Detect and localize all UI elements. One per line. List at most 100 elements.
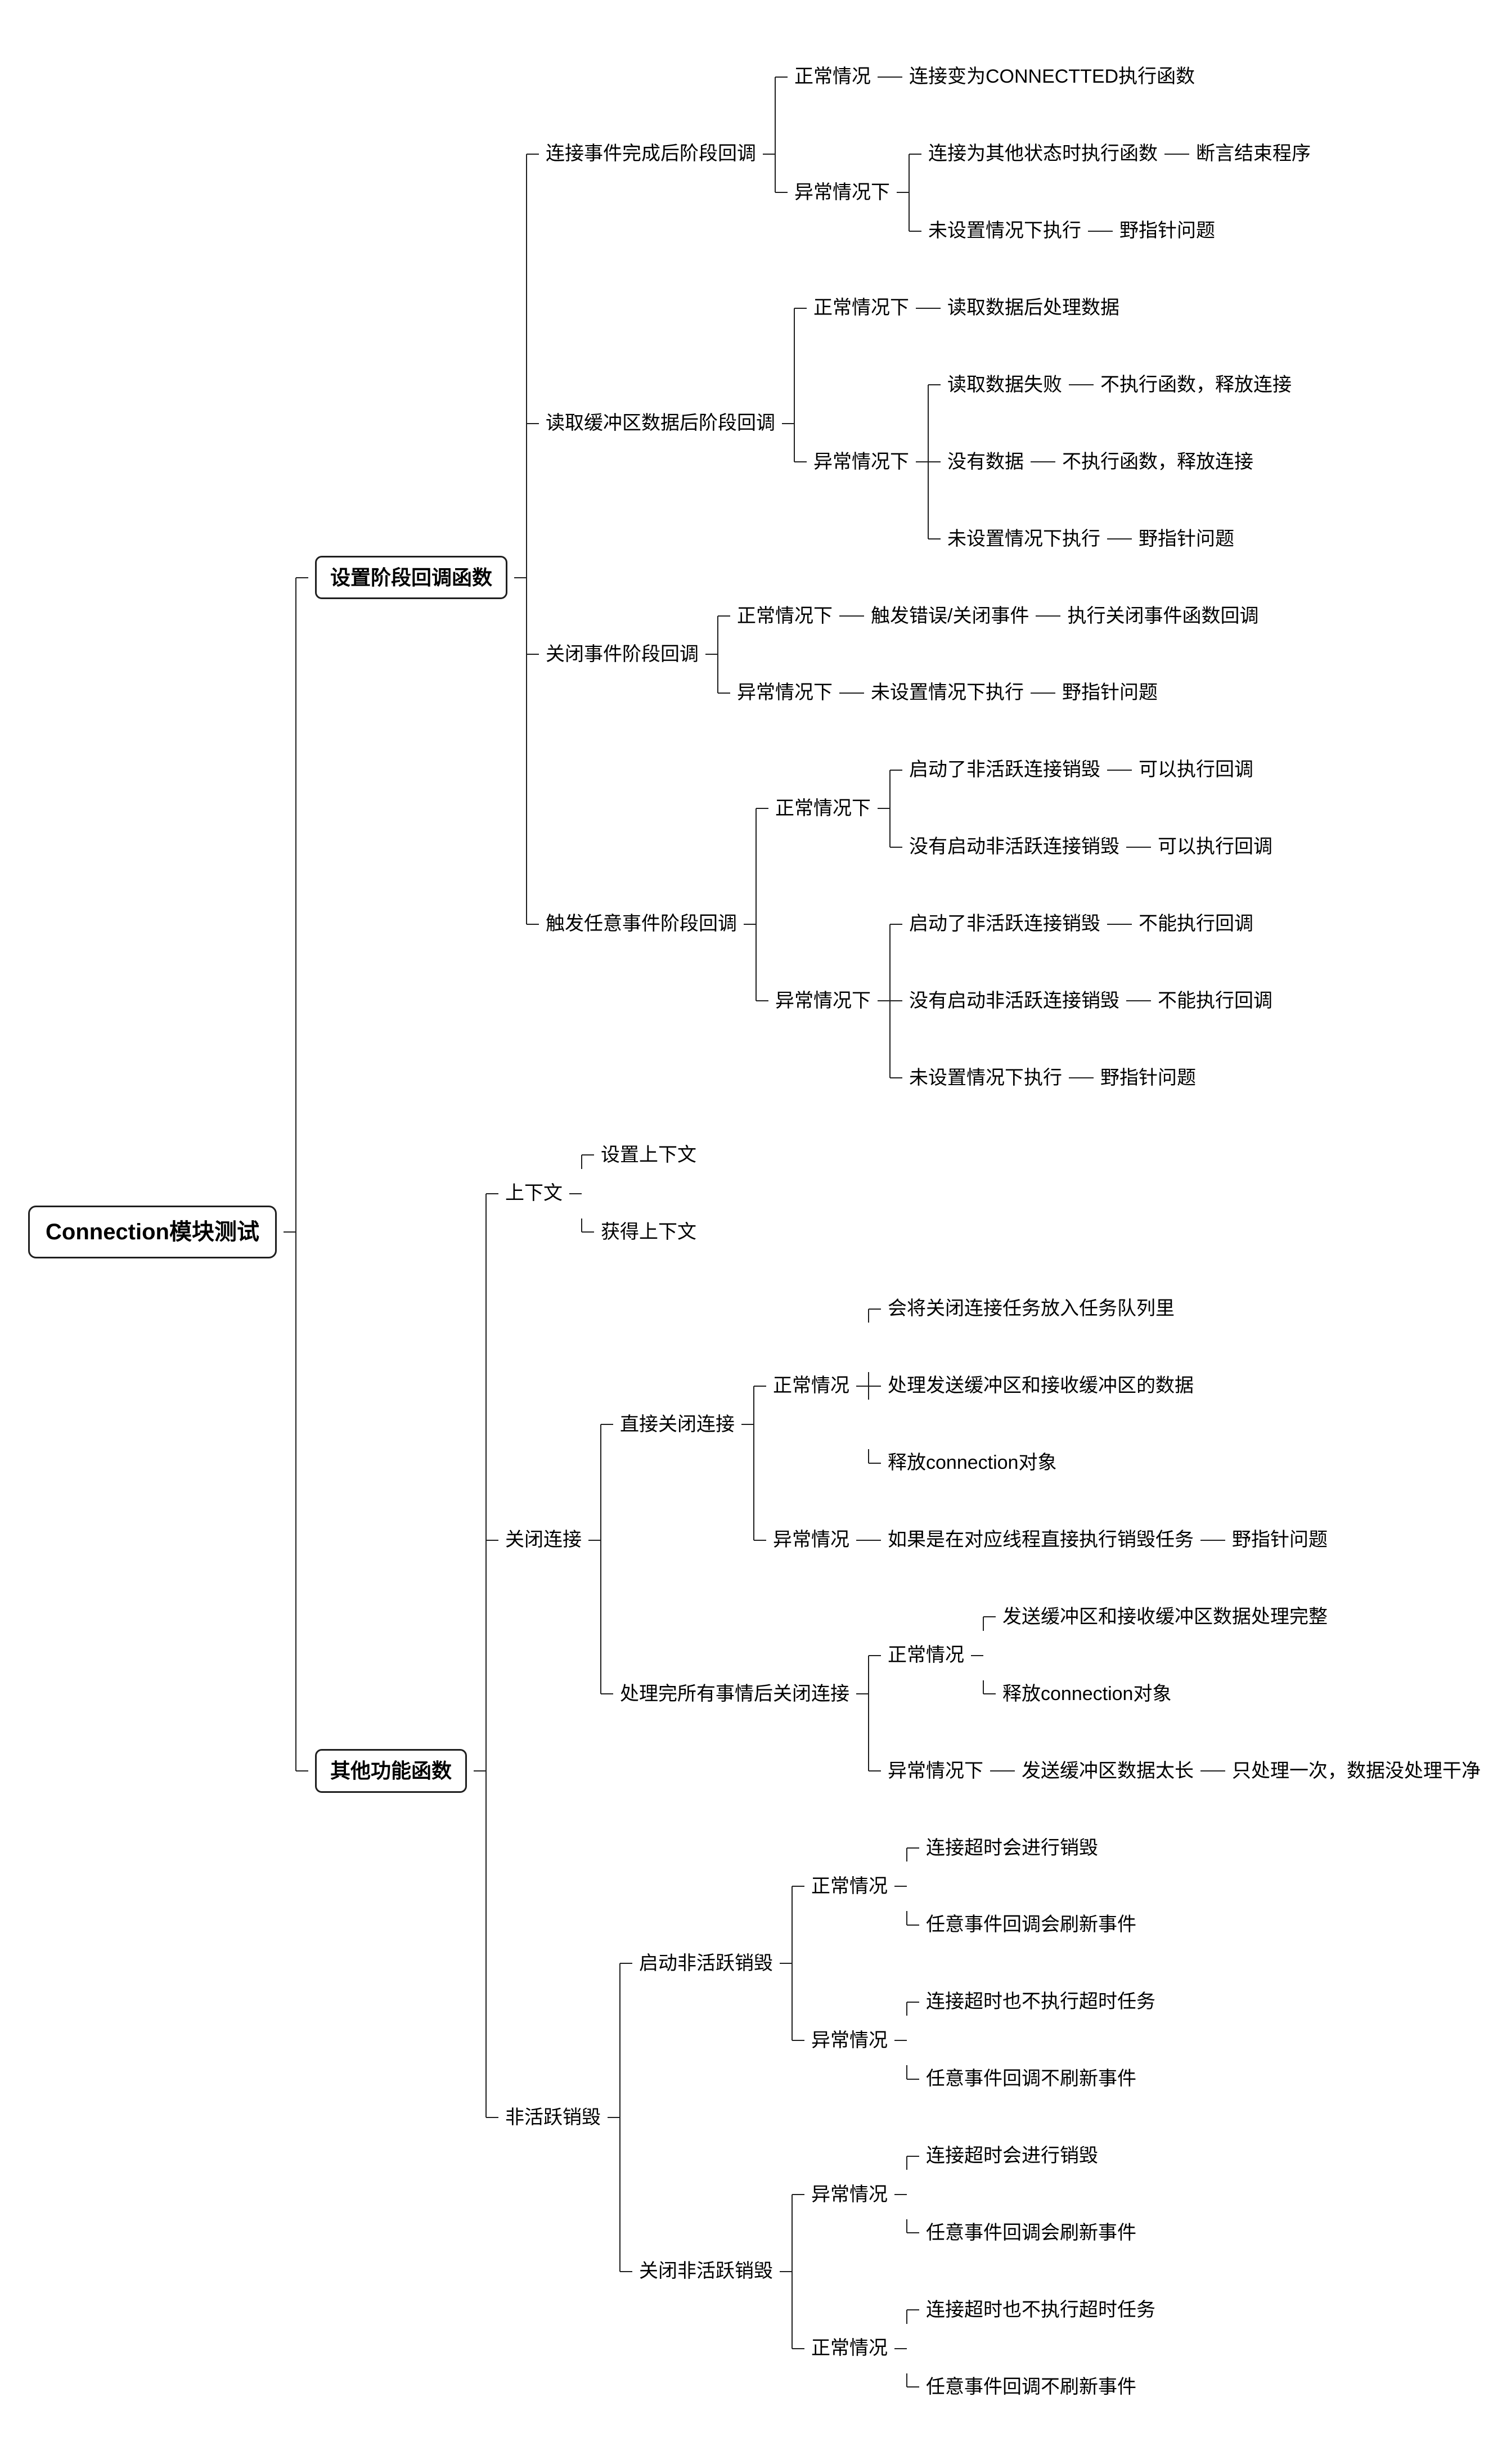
- mindmap-node[interactable]: 正常情况下: [737, 605, 833, 627]
- mindmap-node[interactable]: 读取数据失败: [947, 374, 1062, 395]
- mindmap-node[interactable]: 释放connection对象: [1002, 1683, 1172, 1705]
- mindmap-node[interactable]: 任意事件回调不刷新事件: [926, 2376, 1136, 2398]
- mindmap-node[interactable]: 没有启动非活跃连接销毁: [909, 836, 1119, 858]
- mindmap-branch: 会将关闭连接任务放入任务队列里: [868, 1295, 1194, 1323]
- mindmap-children-group: 连接超时也不执行超时任务任意事件回调不刷新事件: [894, 2272, 1155, 2426]
- mindmap-branch: 启动了非活跃连接销毁 不能执行回调: [889, 885, 1272, 963]
- mindmap-node[interactable]: 连接超时也不执行超时任务: [926, 1991, 1155, 2013]
- mindmap-node[interactable]: 正常情况: [888, 1644, 964, 1666]
- mindmap-node[interactable]: 连接为其他状态时执行函数: [928, 143, 1158, 165]
- mindmap-node[interactable]: 野指针问题: [1062, 682, 1158, 704]
- mindmap-node[interactable]: 没有启动非活跃连接销毁: [909, 990, 1119, 1011]
- mindmap-node[interactable]: 启动了非活跃连接销毁: [909, 759, 1100, 781]
- mindmap-branch: 正常情况 发送缓冲区和接收缓冲区数据处理完整释放connection对象: [868, 1579, 1481, 1733]
- mindmap-node[interactable]: 异常情况下: [888, 1760, 983, 1782]
- mindmap-node[interactable]: 不能执行回调: [1158, 990, 1272, 1011]
- mindmap-node[interactable]: 触发错误/关闭事件: [871, 605, 1029, 627]
- mindmap-node[interactable]: 正常情况下: [775, 797, 871, 819]
- mindmap-node[interactable]: 连接超时会进行销毁: [926, 1837, 1098, 1859]
- mindmap-node[interactable]: 其他功能函数: [314, 1749, 467, 1793]
- mindmap-node[interactable]: 未设置情况下执行: [871, 682, 1024, 704]
- mindmap-node[interactable]: 获得上下文: [601, 1221, 696, 1243]
- mindmap-branch: 设置阶段回调函数 连接事件完成后阶段回调 正常情况 连接变为CONNECTTED执行函…: [295, 38, 1481, 1117]
- mindmap-node[interactable]: 异常情况下: [794, 181, 890, 203]
- mindmap-node[interactable]: 野指针问题: [1100, 1067, 1196, 1089]
- mindmap-node[interactable]: 异常情况下: [813, 451, 909, 473]
- mindmap-node[interactable]: 发送缓冲区数据太长: [1022, 1760, 1194, 1782]
- mindmap-node[interactable]: 连接变为CONNECTTED执行函数: [909, 66, 1195, 88]
- mindmap-node[interactable]: 关闭非活跃销毁: [639, 2260, 773, 2282]
- mindmap-node[interactable]: 会将关闭连接任务放入任务队列里: [888, 1298, 1175, 1320]
- mindmap-node[interactable]: 连接超时也不执行超时任务: [926, 2299, 1155, 2321]
- mindmap-node[interactable]: 未设置情况下执行: [909, 1067, 1062, 1089]
- mindmap-branch: 连接超时会进行销毁: [906, 2142, 1136, 2170]
- mindmap-node[interactable]: 处理完所有事情后关闭连接: [620, 1683, 849, 1705]
- mindmap-children-group: 正常情况下启动了非活跃连接销毁可以执行回调没有启动非活跃连接销毁可以执行回调异常…: [744, 731, 1272, 1116]
- mindmap-children-group: 正常情况 连接变为CONNECTTED执行函数异常情况下 连接为其他状态时执行函数 断…: [763, 38, 1311, 269]
- mindmap-branch: 任意事件回调会刷新事件: [906, 2219, 1136, 2247]
- mindmap-branch: 不能执行回调: [1119, 910, 1253, 938]
- mindmap-node[interactable]: 非活跃销毁: [505, 2106, 601, 2128]
- mindmap-node[interactable]: 异常情况: [811, 2183, 888, 2205]
- mindmap-node[interactable]: 执行关闭事件函数回调: [1067, 605, 1259, 627]
- mindmap-node[interactable]: 不执行函数，释放连接: [1100, 374, 1292, 395]
- mindmap-node[interactable]: 异常情况下: [775, 990, 871, 1011]
- mindmap-node[interactable]: 任意事件回调不刷新事件: [926, 2068, 1136, 2090]
- mindmap-node[interactable]: 关闭事件阶段回调: [546, 644, 699, 665]
- mindmap-branch: 正常情况下 读取数据后处理数据: [794, 269, 1292, 347]
- mindmap-node[interactable]: 上下文: [505, 1182, 563, 1204]
- mindmap-node[interactable]: 设置阶段回调函数: [314, 555, 507, 600]
- mindmap-branch: 上下文 设置上下文获得上下文: [485, 1117, 1481, 1271]
- mindmap-node[interactable]: 未设置情况下执行: [947, 528, 1100, 550]
- mindmap-node[interactable]: 发送缓冲区和接收缓冲区数据处理完整: [1002, 1606, 1328, 1627]
- mindmap-node[interactable]: 正常情况: [794, 66, 871, 88]
- mindmap-branch: 处理完所有事情后关闭连接 正常情况 发送缓冲区和接收缓冲区数据处理完整释放conne…: [600, 1578, 1481, 1810]
- mindmap-node[interactable]: 野指针问题: [1119, 220, 1215, 242]
- mindmap-node[interactable]: 连接超时会进行销毁: [926, 2145, 1098, 2167]
- mindmap-node[interactable]: 异常情况下: [737, 682, 833, 704]
- mindmap-node[interactable]: 异常情况: [773, 1529, 849, 1551]
- mindmap-node[interactable]: 可以执行回调: [1158, 836, 1272, 858]
- mindmap-node[interactable]: 读取缓冲区数据后阶段回调: [546, 412, 775, 434]
- mindmap-node[interactable]: 任意事件回调会刷新事件: [926, 1914, 1136, 1936]
- mindmap-children-group: 连接为其他状态时执行函数 断言结束程序未设置情况下执行 野指针问题: [897, 115, 1311, 269]
- mindmap-node[interactable]: 正常情况: [773, 1375, 849, 1397]
- mindmap-root-node[interactable]: Connection模块测试: [28, 1205, 277, 1259]
- mindmap-node[interactable]: 正常情况: [811, 1876, 888, 1897]
- mindmap-node[interactable]: 触发任意事件阶段回调: [546, 913, 737, 935]
- mindmap-node[interactable]: 启动了非活跃连接销毁: [909, 913, 1100, 935]
- mindmap-node[interactable]: 释放connection对象: [888, 1452, 1057, 1474]
- mindmap-node[interactable]: 未设置情况下执行: [928, 220, 1081, 242]
- mindmap-node[interactable]: 异常情况: [811, 2029, 888, 2051]
- mindmap-node[interactable]: 只处理一次，数据没处理干净: [1232, 1760, 1481, 1782]
- mindmap-branch: 不执行函数，释放连接: [1043, 448, 1253, 476]
- mindmap-node[interactable]: 正常情况下: [813, 297, 909, 319]
- mindmap-branch: 正常情况连接超时也不执行超时任务任意事件回调不刷新事件: [792, 2271, 1155, 2426]
- mindmap-branch: 任意事件回调不刷新事件: [906, 2065, 1155, 2093]
- mindmap-node[interactable]: 不能执行回调: [1139, 913, 1253, 935]
- mindmap-node[interactable]: 任意事件回调会刷新事件: [926, 2222, 1136, 2243]
- mindmap-node[interactable]: 启动非活跃销毁: [639, 1952, 773, 1974]
- mindmap-children-group: 连接超时会进行销毁任意事件回调会刷新事件: [894, 2117, 1136, 2272]
- mindmap-node[interactable]: 野指针问题: [1232, 1529, 1328, 1551]
- mindmap-branch: 断言结束程序: [1177, 140, 1311, 168]
- mindmap-node[interactable]: 正常情况: [811, 2337, 888, 2359]
- mindmap-node[interactable]: 连接事件完成后阶段回调: [546, 143, 756, 165]
- mindmap-node[interactable]: 设置上下文: [601, 1144, 696, 1166]
- mindmap-children-group: 连接超时也不执行超时任务任意事件回调不刷新事件: [894, 1963, 1155, 2117]
- mindmap-node[interactable]: 直接关闭连接: [620, 1413, 735, 1435]
- mindmap-children-group: 连接事件完成后阶段回调正常情况连接变为CONNECTTED执行函数异常情况下连接…: [514, 38, 1311, 1116]
- mindmap-branch: 可以执行回调: [1119, 756, 1253, 784]
- mindmap-node[interactable]: 没有数据: [947, 451, 1024, 473]
- mindmap-children-group: 未设置情况下执行 野指针问题: [839, 654, 1158, 731]
- mindmap-node[interactable]: 如果是在对应线程直接执行销毁任务: [888, 1529, 1194, 1551]
- mindmap-node[interactable]: 不执行函数，释放连接: [1062, 451, 1253, 473]
- mindmap-branch: 连接超时也不执行超时任务: [906, 2296, 1155, 2324]
- mindmap-node[interactable]: 关闭连接: [505, 1529, 582, 1551]
- mindmap-node[interactable]: 处理发送缓冲区和接收缓冲区的数据: [888, 1375, 1194, 1397]
- mindmap-node[interactable]: 断言结束程序: [1196, 143, 1311, 165]
- mindmap-node[interactable]: 野指针问题: [1139, 528, 1234, 550]
- mindmap-node[interactable]: 读取数据后处理数据: [947, 297, 1119, 319]
- mindmap-branch: 没有启动非活跃连接销毁 可以执行回调: [889, 808, 1272, 885]
- mindmap-node[interactable]: 可以执行回调: [1139, 759, 1253, 781]
